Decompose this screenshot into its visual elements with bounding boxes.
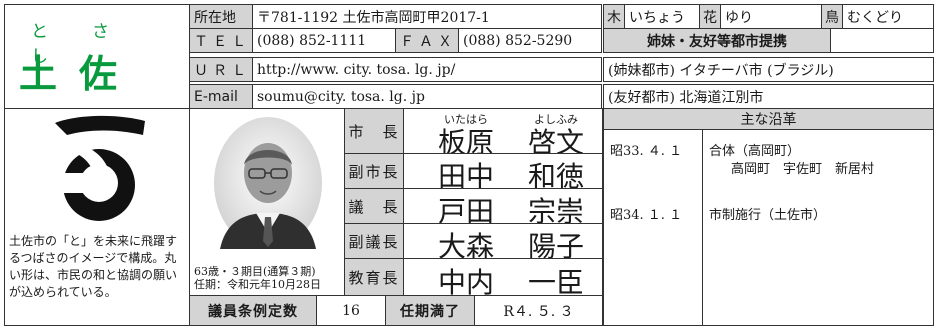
tel-label: ＴＥＬ [189, 28, 253, 53]
council-term-value: R４. ５. ３ [474, 295, 603, 326]
symbol-flower-label: 花 [699, 4, 721, 29]
mayor-portrait-cell: 63歳・３期目(通算３期) 任期：令和元年10月28日 [189, 108, 345, 296]
official-role-vice-chair: 副議長 [344, 223, 404, 259]
official-name-mayor: いたはら よしふみ 板原 啓文 [403, 108, 603, 154]
history-header: 主な沿革 [603, 108, 934, 130]
sister-city: (姉妹都市) イタチーバ市 (ブラジル) [603, 57, 934, 82]
history-event-column: 合体（高岡町） 高岡町 宇佐町 新居村 市制施行（土佐市） [702, 129, 934, 326]
official-given-name: 啓文 [528, 126, 585, 154]
emblem-description: 土佐市の「と」を未来に飛躍するつばさのイメージで構成。丸い形は、市民の和と協調の… [9, 234, 178, 299]
symbol-tree-value: いちょう [624, 4, 700, 29]
email-label: E-mail [189, 84, 253, 109]
symbol-bird-value: むくどり [842, 4, 934, 29]
address-label: 所在地 [189, 4, 253, 29]
emblem-cell: 土佐市の「と」を未来に飛躍するつばさのイメージで構成。丸い形は、市民の和と協調の… [4, 108, 190, 326]
symbol-flower-value: ゆり [720, 4, 822, 29]
city-name-ruby: とさし [31, 22, 153, 67]
official-given-name: 宗崇 [528, 195, 585, 224]
official-role-chair: 議 長 [344, 188, 404, 224]
sister-cities-header: 姉妹・友好等都市提携 [603, 28, 831, 53]
mayor-age-term: 63歳・３期目(通算３期) [194, 265, 316, 278]
official-given-name: 一臣 [528, 266, 585, 296]
url-label: ＵＲＬ [189, 57, 253, 82]
official-role-mayor: 市 長 [344, 108, 404, 154]
official-name-deputy-mayor: 田中 和徳 [403, 153, 603, 189]
friendship-city: (友好都市) 北海道江別市 [603, 84, 934, 109]
official-surname: 田中 [438, 160, 495, 189]
address-value: 〒781-1192 土佐市高岡町甲2017-1 [252, 4, 602, 29]
official-surname: 板原 [438, 126, 495, 154]
official-surname: 中内 [438, 266, 495, 296]
official-role-superintendent: 教育長 [344, 258, 404, 296]
history-date: 昭33. ４. １ [610, 144, 683, 159]
history-date-column: 昭33. ４. １ 昭34. １. １ [603, 129, 703, 326]
official-name-superintendent: 中内 一臣 [403, 258, 603, 296]
history-event: 合体（高岡町） [709, 144, 801, 159]
fax-value: (088) 852-5290 [458, 28, 602, 53]
official-name-chair: 戸田 宗崇 [403, 188, 603, 224]
url-value[interactable]: http://www. city. tosa. lg. jp/ [252, 57, 602, 82]
official-surname: 大森 [438, 230, 495, 259]
official-surname: 戸田 [438, 195, 495, 224]
official-name-vice-chair: 大森 陽子 [403, 223, 603, 259]
official-given-name: 和徳 [528, 160, 585, 189]
official-given-name: 陽子 [528, 230, 585, 259]
sister-cities-header-blank [830, 28, 934, 53]
mayor-appointed: 任期：令和元年10月28日 [194, 278, 321, 291]
tel-value: (088) 852-1111 [252, 28, 396, 53]
mayor-portrait-photo [214, 117, 322, 249]
city-emblem-icon [55, 115, 145, 221]
symbol-tree-label: 木 [603, 4, 625, 29]
official-ruby: いたはら [444, 113, 488, 126]
history-event: 市制施行（土佐市） [709, 208, 827, 223]
council-seats-value: 16 [316, 295, 386, 326]
city-name-cell: とさし 土佐市 [4, 4, 190, 109]
council-term-label: 任期満了 [385, 295, 475, 326]
history-date: 昭34. １. １ [610, 208, 683, 223]
official-role-deputy-mayor: 副市長 [344, 153, 404, 189]
official-ruby: よしふみ [534, 113, 578, 126]
history-detail: 高岡町 宇佐町 新居村 [731, 162, 875, 177]
city-name: 土佐市 [19, 52, 140, 108]
fax-label: ＦＡＸ [395, 28, 459, 53]
council-seats-label: 議員条例定数 [189, 295, 317, 326]
email-value[interactable]: soumu@city. tosa. lg. jp [252, 84, 602, 109]
symbol-bird-label: 鳥 [821, 4, 843, 29]
